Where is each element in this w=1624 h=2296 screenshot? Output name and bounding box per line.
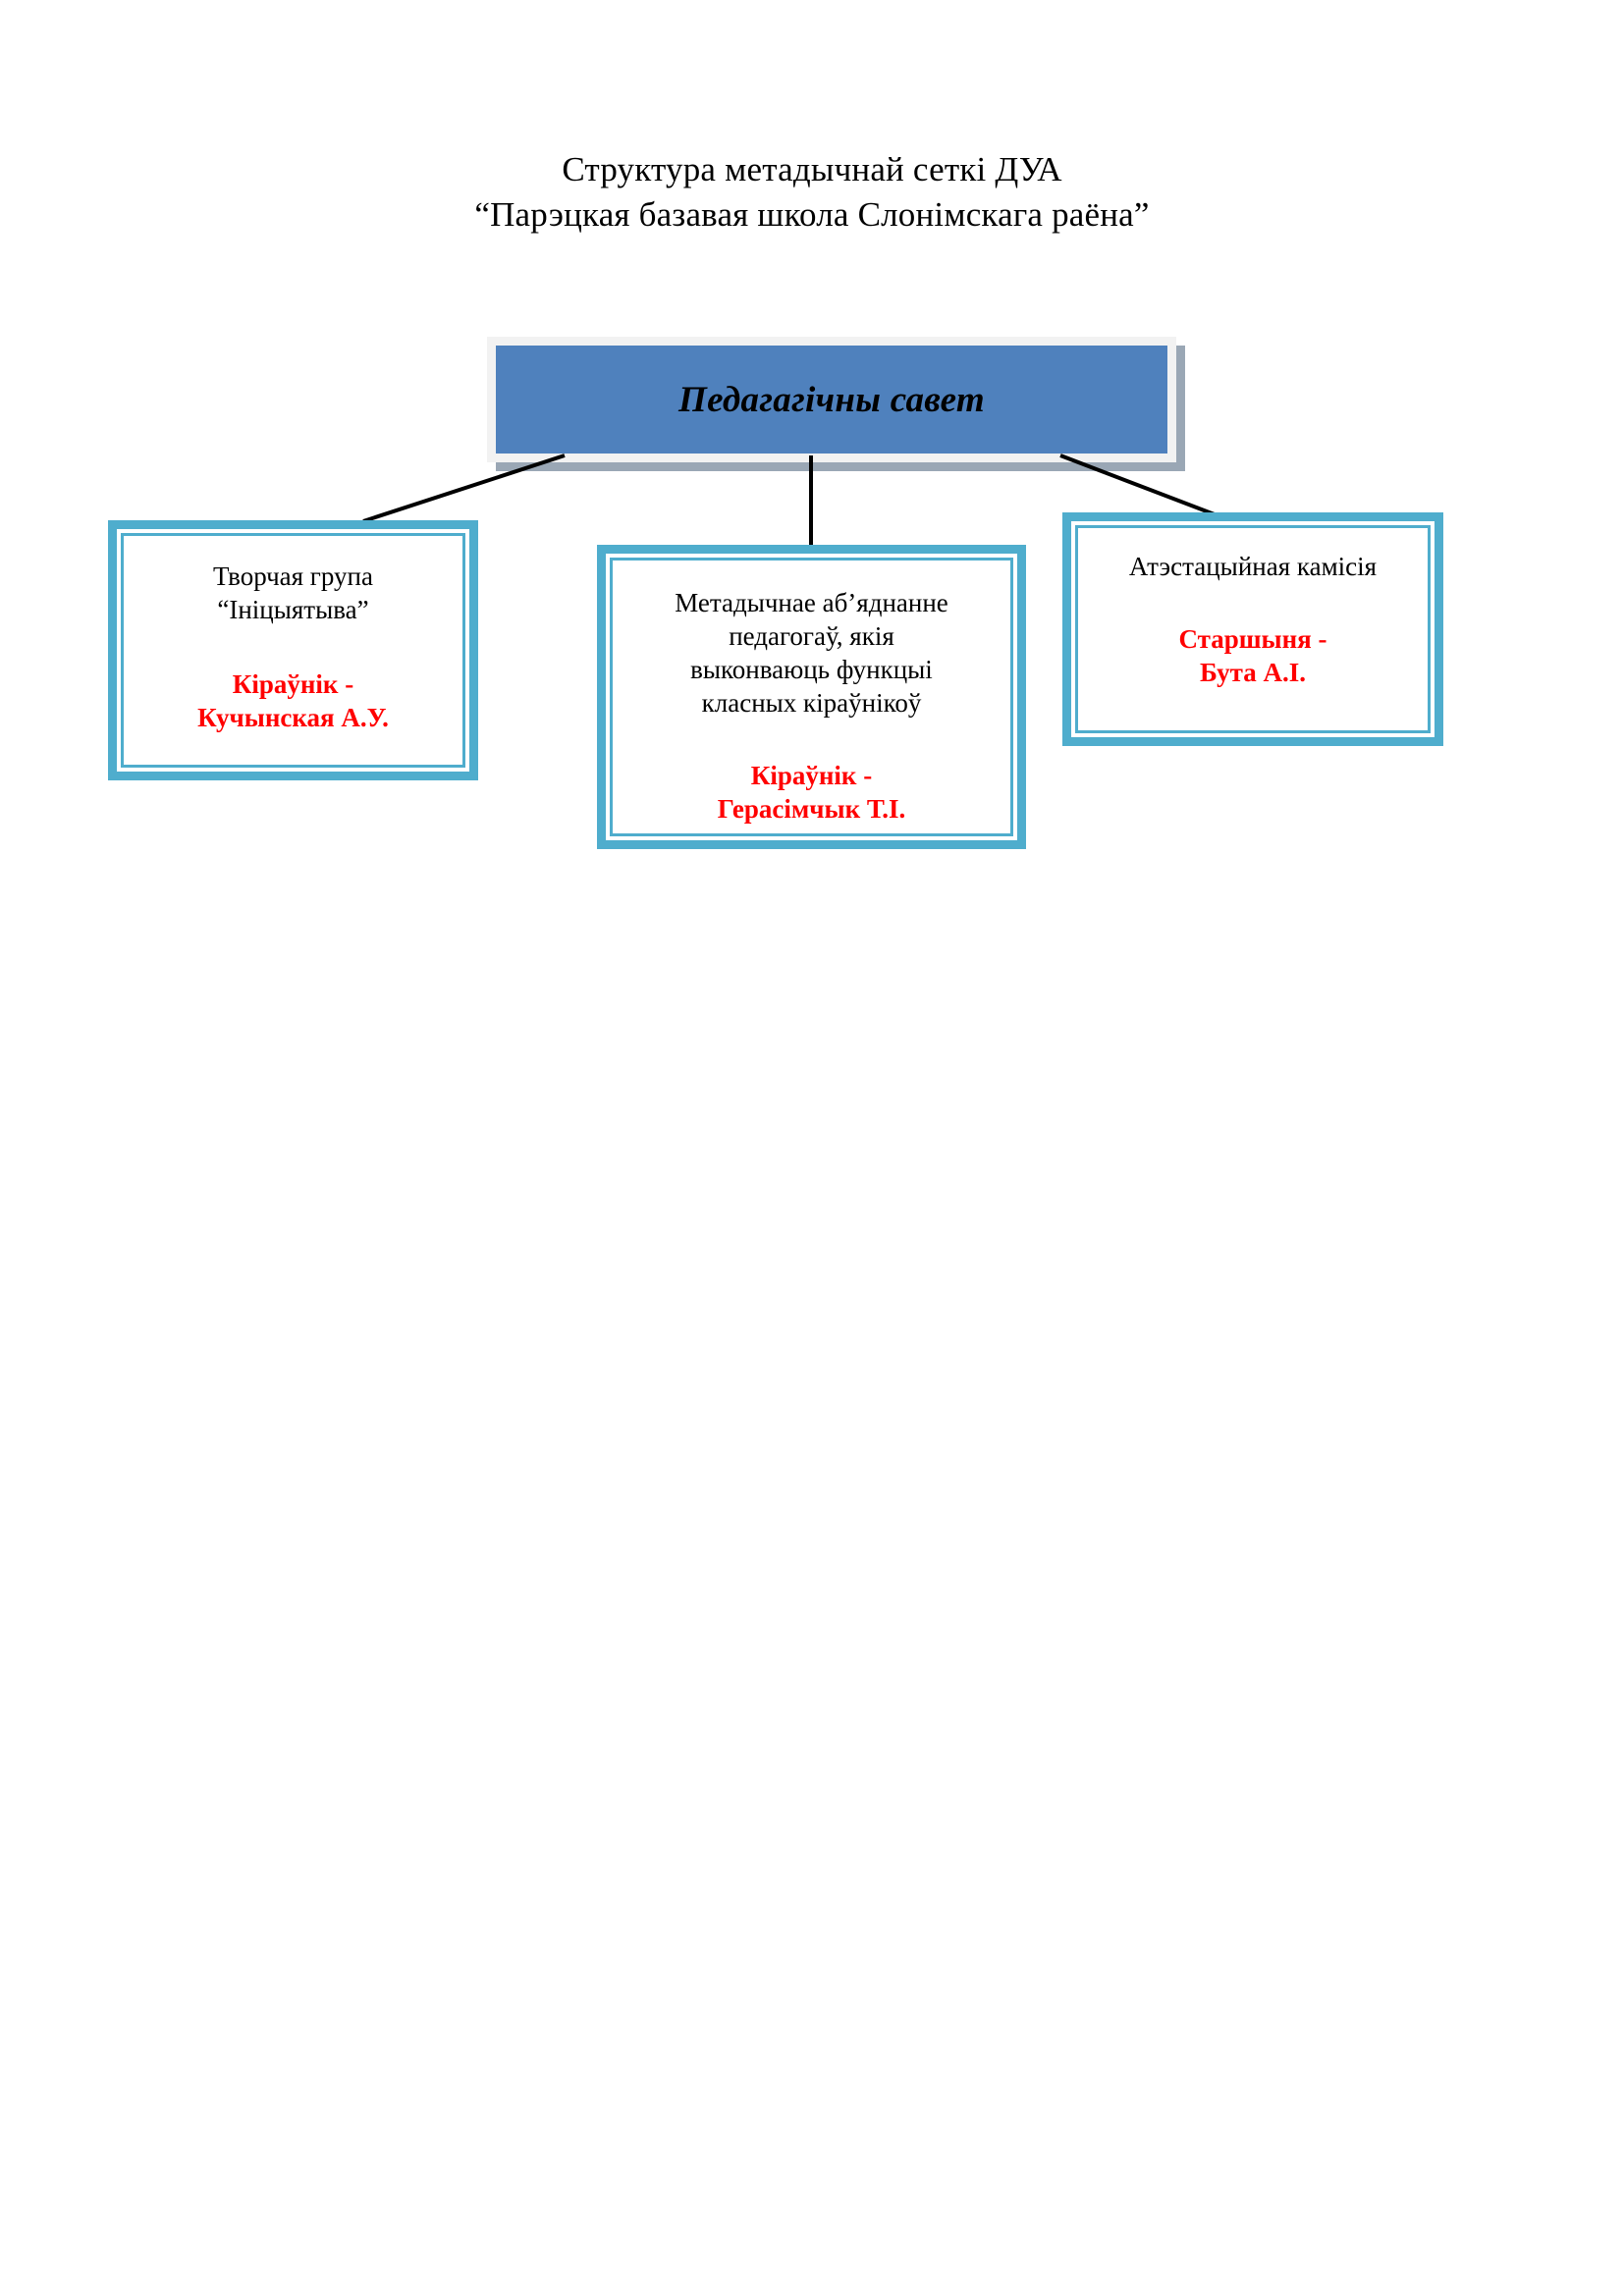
node-pedagogical-council-fill: Педагагічны савет (496, 346, 1167, 454)
node-methodical-association-lead-line-1: Кіраўнік - (750, 761, 873, 791)
node-methodical-association[interactable]: Метадычнае аб’яднанне педагогаў, якія вы… (597, 545, 1026, 849)
node-creative-group-lead-line-1: Кіраўнік - (232, 669, 354, 700)
node-creative-group-body: Творчая група “Ініцыятыва” Кіраўнік - Ку… (121, 533, 465, 768)
node-attestation-commission-lead-line-1: Старшыня - (1178, 624, 1327, 655)
node-methodical-association-heading-line-1: Метадычнае аб’яднанне (675, 588, 948, 617)
node-creative-group-frame: Творчая група “Ініцыятыва” Кіраўнік - Ку… (117, 529, 469, 772)
node-methodical-association-heading: Метадычнае аб’яднанне педагогаў, якія вы… (675, 586, 948, 720)
page-title-line-1: Структура метадычнай сеткі ДУА (562, 150, 1062, 188)
node-methodical-association-lead-line-2: Герасімчык Т.І. (717, 794, 906, 825)
node-attestation-commission-lead: Старшыня - Бута А.І. (1178, 622, 1326, 689)
node-methodical-association-body: Метадычнае аб’яднанне педагогаў, якія вы… (610, 558, 1013, 836)
node-attestation-commission-heading: Атэстацыйная камісія (1129, 550, 1377, 583)
node-pedagogical-council-label: Педагагічны савет (678, 379, 985, 420)
node-creative-group[interactable]: Творчая група “Ініцыятыва” Кіраўнік - Ку… (108, 520, 478, 780)
node-methodical-association-lead: Кіраўнік - Герасімчык Т.І. (718, 759, 905, 826)
node-attestation-commission-frame: Атэстацыйная камісія Старшыня - Бута А.І… (1071, 521, 1435, 737)
node-creative-group-lead-line-2: Кучынская А.У. (197, 703, 389, 733)
node-attestation-commission[interactable]: Атэстацыйная камісія Старшыня - Бута А.І… (1062, 512, 1443, 746)
node-methodical-association-frame: Метадычнае аб’яднанне педагогаў, якія вы… (606, 554, 1017, 840)
node-attestation-commission-body: Атэстацыйная камісія Старшыня - Бута А.І… (1075, 525, 1431, 733)
page-title: Структура метадычнай сеткі ДУА “Парэцкая… (0, 147, 1624, 237)
node-creative-group-heading-line-2: “Ініцыятыва” (217, 595, 369, 625)
node-creative-group-heading-line-1: Творчая група (213, 561, 373, 591)
node-attestation-commission-lead-line-2: Бута А.І. (1199, 658, 1307, 688)
node-creative-group-heading: Творчая група “Ініцыятыва” (213, 560, 373, 626)
node-methodical-association-heading-line-4: класных кіраўнікоў (701, 688, 922, 719)
node-methodical-association-heading-line-2: педагогаў, якія (729, 621, 894, 652)
node-creative-group-lead: Кіраўнік - Кучынская А.У. (197, 667, 389, 734)
page-title-line-2: “Парэцкая базавая школа Слонімскага раён… (474, 194, 1150, 234)
node-pedagogical-council[interactable]: Педагагічны савет (487, 337, 1185, 471)
node-attestation-commission-heading-line-1: Атэстацыйная камісія (1128, 552, 1378, 581)
node-methodical-association-heading-line-3: выконваюць функцыі (690, 655, 933, 685)
